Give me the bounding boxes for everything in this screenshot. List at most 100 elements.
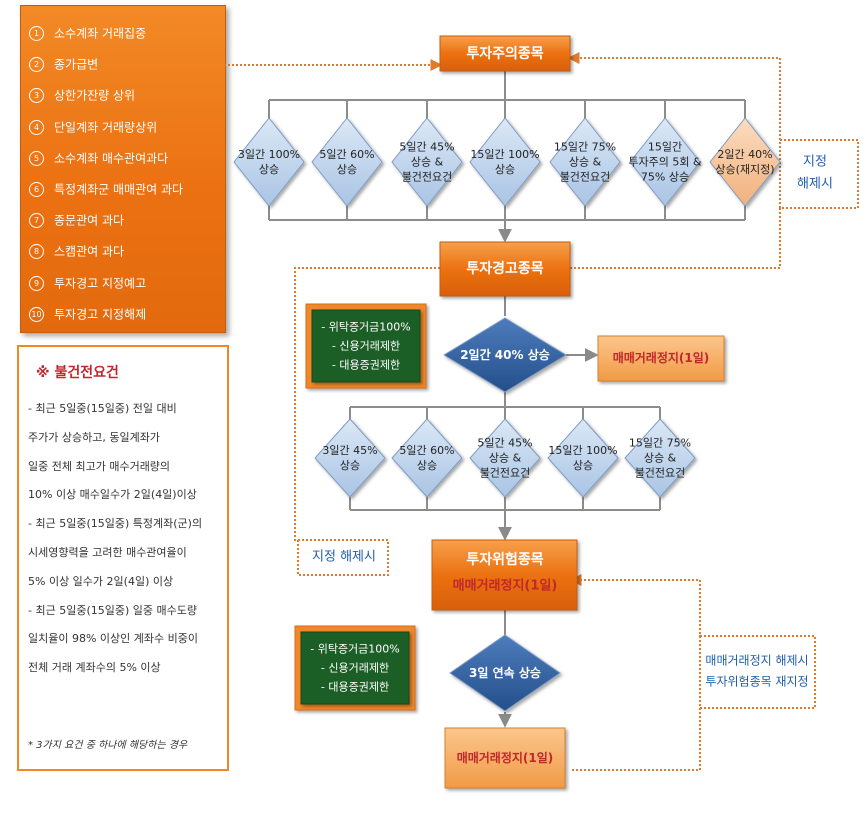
warning-restrictions-box — [311, 309, 421, 383]
legend-label: 소수계좌 매수관여과다 — [54, 151, 169, 166]
caution-release-note: 해제시 — [797, 177, 833, 192]
legend-number-badge: 2 — [29, 57, 44, 73]
legend-number-badge: 6 — [29, 182, 44, 197]
legend-label: 종문관여 과다 — [54, 213, 125, 228]
caution-condition-label: 15일간 75% — [554, 140, 616, 154]
warning-stage-label: 투자경고종목 — [466, 260, 543, 277]
warning-condition-label: 불건전요건 — [480, 467, 531, 480]
three-day-decision-label: 3일 연속 상승 — [469, 665, 541, 680]
risk-stage-box — [431, 539, 578, 611]
legend-label: 단일계좌 거래량상위 — [54, 120, 158, 135]
risk-release-note: 투자위험종목 재지정 — [705, 675, 808, 689]
condition-line: 일치율이 98% 이상인 계좌수 비중이 — [28, 632, 198, 646]
caution-release-loop — [567, 52, 781, 140]
two-day-decision-label: 2일간 40% 상승 — [460, 347, 550, 362]
caution-stage-label: 투자주의종목 — [466, 45, 543, 62]
condition-line: 시세영향력을 고려한 매수관여율이 — [28, 546, 187, 559]
caution-condition-diamond — [233, 117, 305, 207]
caution-condition-label: 불건전요건 — [560, 171, 611, 184]
warning-condition-label: 상승 & — [644, 452, 677, 465]
caution-stage-box — [439, 35, 571, 72]
warning-stage-box — [439, 241, 571, 297]
warning-condition-label: 불건전요건 — [635, 467, 686, 480]
risk-restrictions-box — [300, 631, 410, 705]
caution-condition-label: 상승 & — [569, 156, 602, 169]
caution-condition-label: 75% 상승 — [641, 171, 689, 184]
warning-release-note: 지정 해제시 — [312, 550, 376, 565]
caution-condition-label: 15일간 — [648, 140, 682, 154]
condition-line: - 최근 5일중(15일중) 전일 대비 — [28, 402, 177, 415]
risk-release-up — [569, 574, 701, 670]
legend-label: 투자경고 지정해제 — [54, 307, 147, 322]
legend-item: 6 특정계좌군 매매관여 과다 — [29, 176, 183, 202]
caution-condition-label: 상승 — [337, 163, 357, 176]
caution-condition-label: 불건전요건 — [402, 171, 453, 184]
legend-item: 9 투자경고 지정예고 — [29, 270, 146, 296]
warning-release-loop — [294, 267, 440, 576]
condition-line: 10% 이상 매수일수가 2일(4일)이상 — [28, 488, 197, 502]
three-day-decision-diamond — [449, 634, 561, 712]
legend-number-badge: 9 — [29, 275, 44, 291]
legend-label: 스캠관여 과다 — [54, 244, 125, 259]
warning-halt-box — [597, 335, 725, 382]
risk-release-down — [572, 708, 701, 771]
caution-condition-label: 상승 & — [411, 156, 444, 169]
risk-release-note: 매매거래정지 해제시 — [705, 654, 808, 668]
legend-item: 10 투자경고 지정해제 — [29, 301, 146, 327]
condition-line: 5% 이상 일수가 2일(4일) 이상 — [28, 574, 174, 588]
caution-condition-diamond — [549, 117, 621, 207]
caution-condition-label: 5일간 60% — [319, 147, 374, 161]
legend-number-badge: 7 — [29, 213, 44, 229]
green-box-line: - 신용거래제한 — [321, 662, 389, 675]
risk-release-box — [699, 635, 816, 709]
caution-condition-diamond — [629, 117, 701, 207]
legend-item: 8 스캠관여 과다 — [29, 238, 124, 264]
legend-number-badge: 10 — [29, 306, 44, 322]
warning-condition-label: 5일간 45% — [477, 436, 532, 450]
conditions-title: ※ 불건전요건 — [36, 365, 119, 381]
legend-number-badge: 1 — [29, 26, 44, 41]
legend-item: 5 소수계좌 매수관여과다 — [29, 145, 168, 171]
caution-condition-diamond — [469, 117, 541, 207]
conditions-footnote: * 3가지 요건 중 하나에 해당하는 경우 — [28, 740, 188, 751]
warning-condition-label: 15일간 100% — [548, 443, 617, 457]
risk-halt-box — [444, 727, 566, 789]
caution-condition-diamond — [709, 117, 781, 207]
caution-release-note: 지정 — [803, 155, 827, 170]
warning-condition-label: 3일간 45% — [322, 443, 377, 457]
legend-label: 종가급변 — [54, 57, 99, 72]
warning-condition-diamond — [314, 418, 386, 498]
legend-number-badge: 5 — [29, 150, 44, 166]
condition-line: 주가가 상승하고, 동일계좌가 — [28, 430, 160, 444]
caution-condition-label: 3일간 100% — [238, 147, 300, 161]
legend-label: 상한가잔량 상위 — [54, 88, 136, 103]
caution-condition-label: 투자주의 5회 & — [628, 156, 702, 169]
legend-number-badge: 8 — [29, 244, 44, 260]
legend-item: 1 소수계좌 거래집중 — [29, 20, 146, 46]
caution-condition-label: 2일간 40% — [717, 147, 772, 161]
legend-number-badge: 4 — [29, 119, 44, 135]
legend-label: 투자경고 지정예고 — [54, 276, 147, 291]
warning-condition-label: 상승 & — [489, 452, 522, 465]
green-box-line: - 대용증권제한 — [321, 681, 389, 694]
caution-condition-label: 5일간 45% — [399, 140, 454, 154]
condition-line: - 최근 5일중(15일중) 일중 매수도량 — [28, 603, 197, 617]
caution-condition-label: 상승 — [495, 163, 515, 176]
warning-condition-label: 5일간 60% — [399, 443, 454, 457]
warning-condition-diamond — [547, 418, 619, 498]
warning-condition-diamond — [469, 418, 541, 498]
legend-item: 4 단일계좌 거래량상위 — [29, 114, 157, 140]
legend-label: 특정계좌군 매매관여 과다 — [54, 182, 184, 197]
green-box-line: - 위탁증거금100% — [321, 321, 411, 334]
caution-release-box — [779, 139, 859, 209]
caution-condition-diamond — [311, 117, 383, 207]
legend-item: 7 종문관여 과다 — [29, 207, 124, 233]
warning-halt-label: 매매거래정지(1일) — [613, 350, 710, 365]
legend-label: 소수계좌 거래집중 — [54, 26, 147, 41]
caution-release-down — [570, 208, 781, 269]
warning-condition-diamond — [624, 418, 696, 498]
warning-condition-label: 상승 — [573, 459, 593, 472]
